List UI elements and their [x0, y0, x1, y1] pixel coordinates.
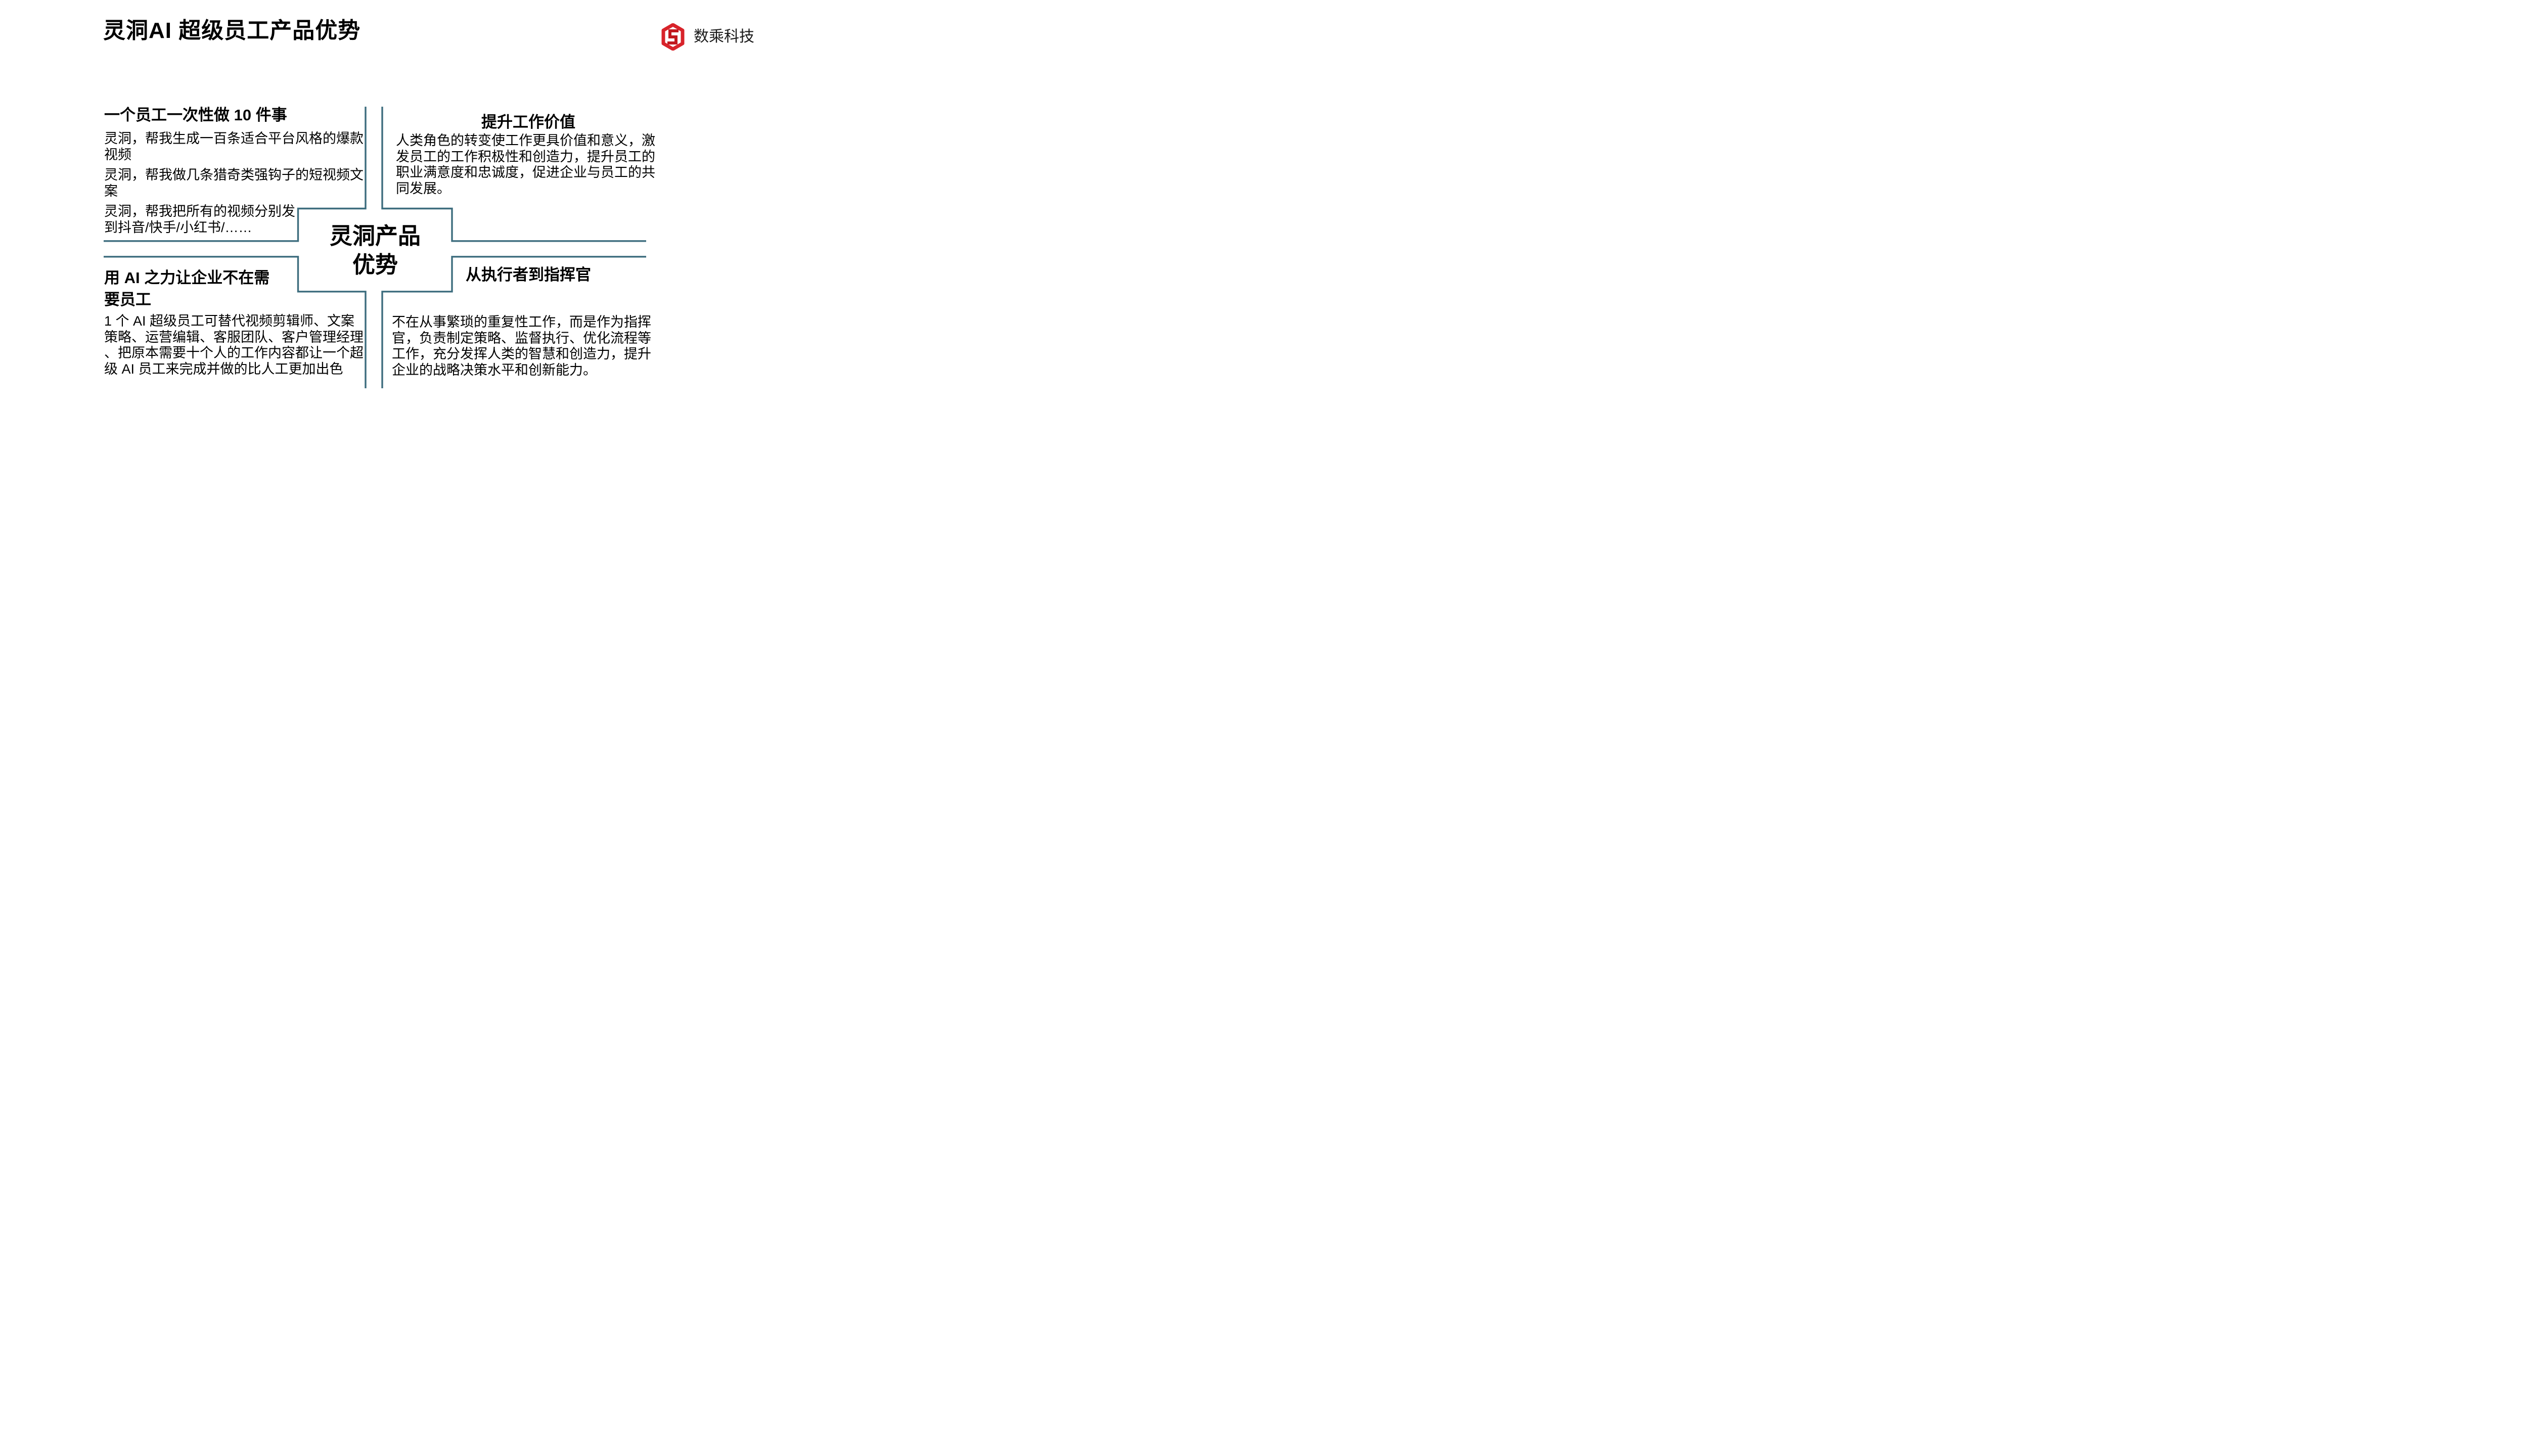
paragraph: 灵洞，帮我生成一百条适合平台风格的爆款 视频: [104, 131, 364, 162]
quadrant-top-left-body: 灵洞，帮我生成一百条适合平台风格的爆款 视频 灵洞，帮我做几条猎奇类强钩子的短视…: [104, 131, 372, 240]
paragraph: 不在从事繁琐的重复性工作，而是作为指挥 官，负责制定策略、监督执行、优化流程等 …: [392, 314, 651, 378]
paragraph: 1 个 AI 超级员工可替代视频剪辑师、文案 策略、运营编辑、客服团队、客户管理…: [104, 313, 364, 377]
quadrant-bottom-right-heading: 从执行者到指挥官: [466, 266, 591, 284]
quadrant-top-left-heading: 一个员工一次性做 10 件事: [104, 106, 287, 124]
quadrant-bottom-right-body: 不在从事繁琐的重复性工作，而是作为指挥 官，负责制定策略、监督执行、优化流程等 …: [392, 314, 669, 383]
quadrant-bottom-left-body: 1 个 AI 超级员工可替代视频剪辑师、文案 策略、运营编辑、客服团队、客户管理…: [104, 313, 375, 382]
hexagon-cube-logo-icon: [661, 23, 685, 51]
company-logo: 数乘科技: [661, 22, 768, 53]
paragraph: 灵洞，帮我做几条猎奇类强钩子的短视频文 案: [104, 167, 364, 199]
company-name: 数乘科技: [694, 28, 754, 45]
quadrant-top-right-body: 人类角色的转变使工作更具价值和意义，激 发员工的工作积极性和创造力，提升员工的 …: [396, 133, 669, 201]
slide: 灵洞AI 超级员工产品优势 数乘科技 灵洞产品 优势 一个员工一次性做 10 件…: [0, 0, 777, 437]
paragraph: 人类角色的转变使工作更具价值和意义，激 发员工的工作积极性和创造力，提升员工的 …: [396, 133, 655, 196]
quadrant-bottom-left-heading: 用 AI 之力让企业不在需 要员工: [104, 269, 270, 308]
paragraph: 灵洞，帮我把所有的视频分别发 到抖音/快手/小红书/……: [104, 204, 295, 235]
page-title: 灵洞AI 超级员工产品优势: [103, 18, 361, 43]
quadrant-top-right-heading: 提升工作价值: [481, 113, 575, 131]
center-label: 灵洞产品 优势: [329, 223, 421, 278]
